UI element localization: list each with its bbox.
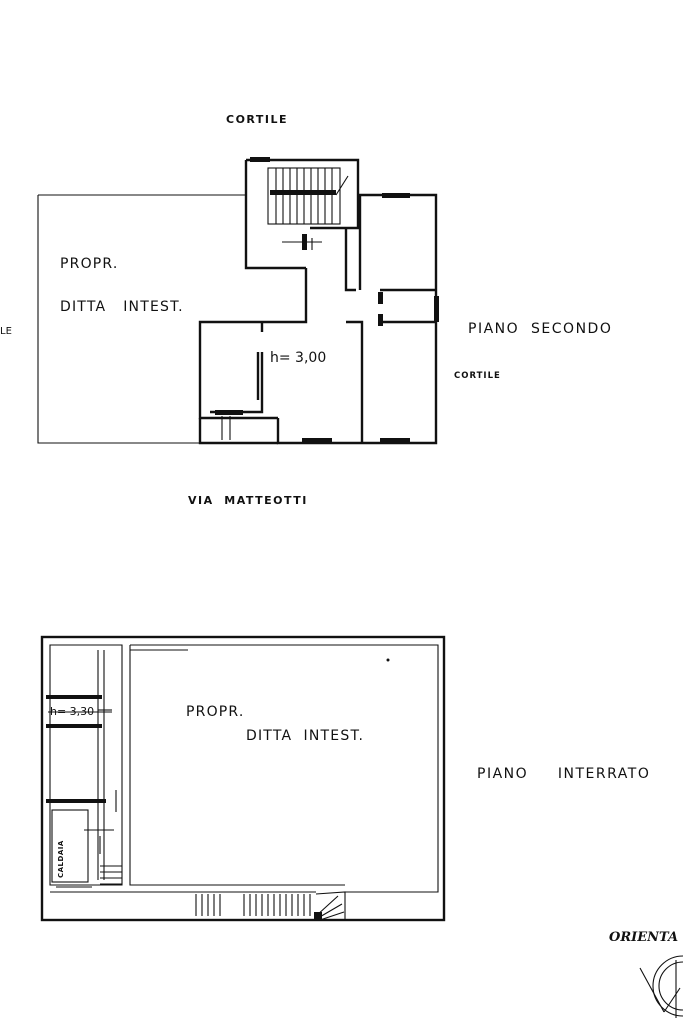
window-mark [250, 157, 270, 162]
upper-room-height: h= 3,00 [270, 350, 326, 366]
north-arrow-icon [639, 955, 683, 1018]
lower-floor-plan: h= 3,30 PROPR. DITTA INTEST. PIANO INTER… [40, 635, 650, 922]
partition-mark [46, 695, 102, 699]
orientation-label: ORIENTA [609, 930, 678, 945]
lower-owner-line1: PROPR. [186, 704, 245, 720]
terrace-walls [198, 352, 278, 445]
partition-mark [46, 724, 102, 728]
upper-floor-plan: CORTILE LE PROPR. DITTA INTEST. h= 3,00 … [0, 113, 612, 507]
small-steps [100, 865, 122, 885]
window-mark [382, 193, 410, 198]
basement-inner-wall [49, 644, 439, 893]
lower-owner-line2: DITTA INTEST. [246, 728, 364, 744]
neighbour-property-outline [37, 194, 246, 444]
upper-left-label: LE [0, 326, 12, 337]
orientation-block: ORIENTA [609, 930, 683, 1018]
partition-mark [46, 799, 106, 803]
basement-outer-wall [40, 635, 446, 922]
door-mark [282, 234, 322, 250]
door-jamb [378, 314, 383, 326]
stair-tower-walls [244, 158, 360, 270]
apartment-outer-walls [198, 193, 438, 445]
upper-owner-line1: PROPR. [60, 256, 119, 272]
window-mark [434, 296, 439, 322]
boiler-label: CALDAIA [57, 840, 65, 878]
door-jamb [378, 292, 383, 304]
upper-floor-name: PIANO SECONDO [468, 321, 612, 337]
boiler-room [51, 809, 89, 883]
window-mark [302, 438, 332, 443]
window-mark [215, 410, 243, 415]
basement-staircase [195, 891, 346, 921]
upper-owner-line2: DITTA INTEST. [60, 299, 184, 315]
upper-top-courtyard-label: CORTILE [226, 113, 288, 126]
stair-treads [270, 168, 349, 224]
upper-right-courtyard-label: CORTILE [454, 371, 501, 381]
lower-room-height: h= 3,30 [50, 705, 94, 718]
lower-floor-name: PIANO INTERRATO [477, 766, 650, 782]
street-label: VIA MATTEOTTI [188, 494, 308, 507]
window-mark [380, 438, 410, 443]
